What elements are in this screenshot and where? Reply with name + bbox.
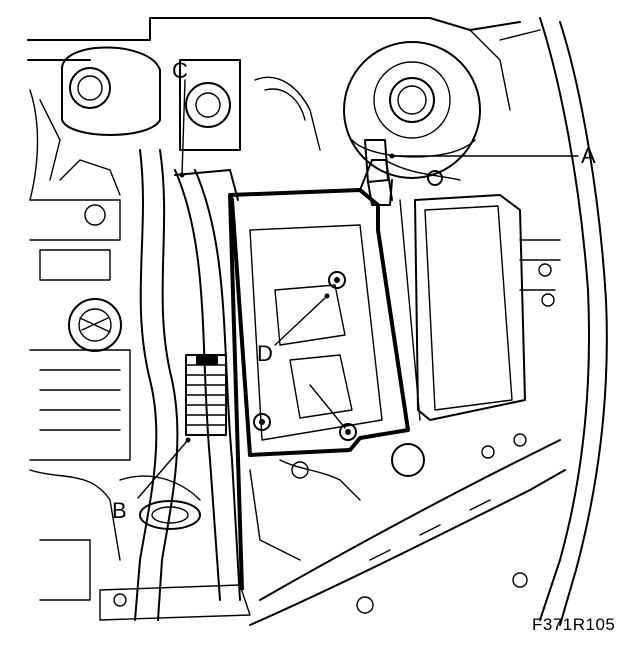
terminal-clamp — [364, 139, 461, 206]
hoses — [119, 149, 241, 621]
figure-code: F371R105 — [532, 615, 616, 634]
label-a: A — [581, 143, 596, 168]
label-b: B — [112, 498, 127, 523]
relay-box — [399, 194, 561, 421]
reservoir — [29, 46, 161, 201]
front-crossmember — [99, 433, 566, 626]
upper-component — [179, 59, 321, 151]
leader-lines — [137, 79, 579, 499]
body-outline — [27, 17, 608, 626]
label-d: D — [257, 341, 273, 366]
label-c: C — [172, 58, 188, 83]
filter-block — [185, 354, 227, 436]
engine-left-details — [29, 159, 131, 601]
strut-tower — [343, 41, 481, 179]
